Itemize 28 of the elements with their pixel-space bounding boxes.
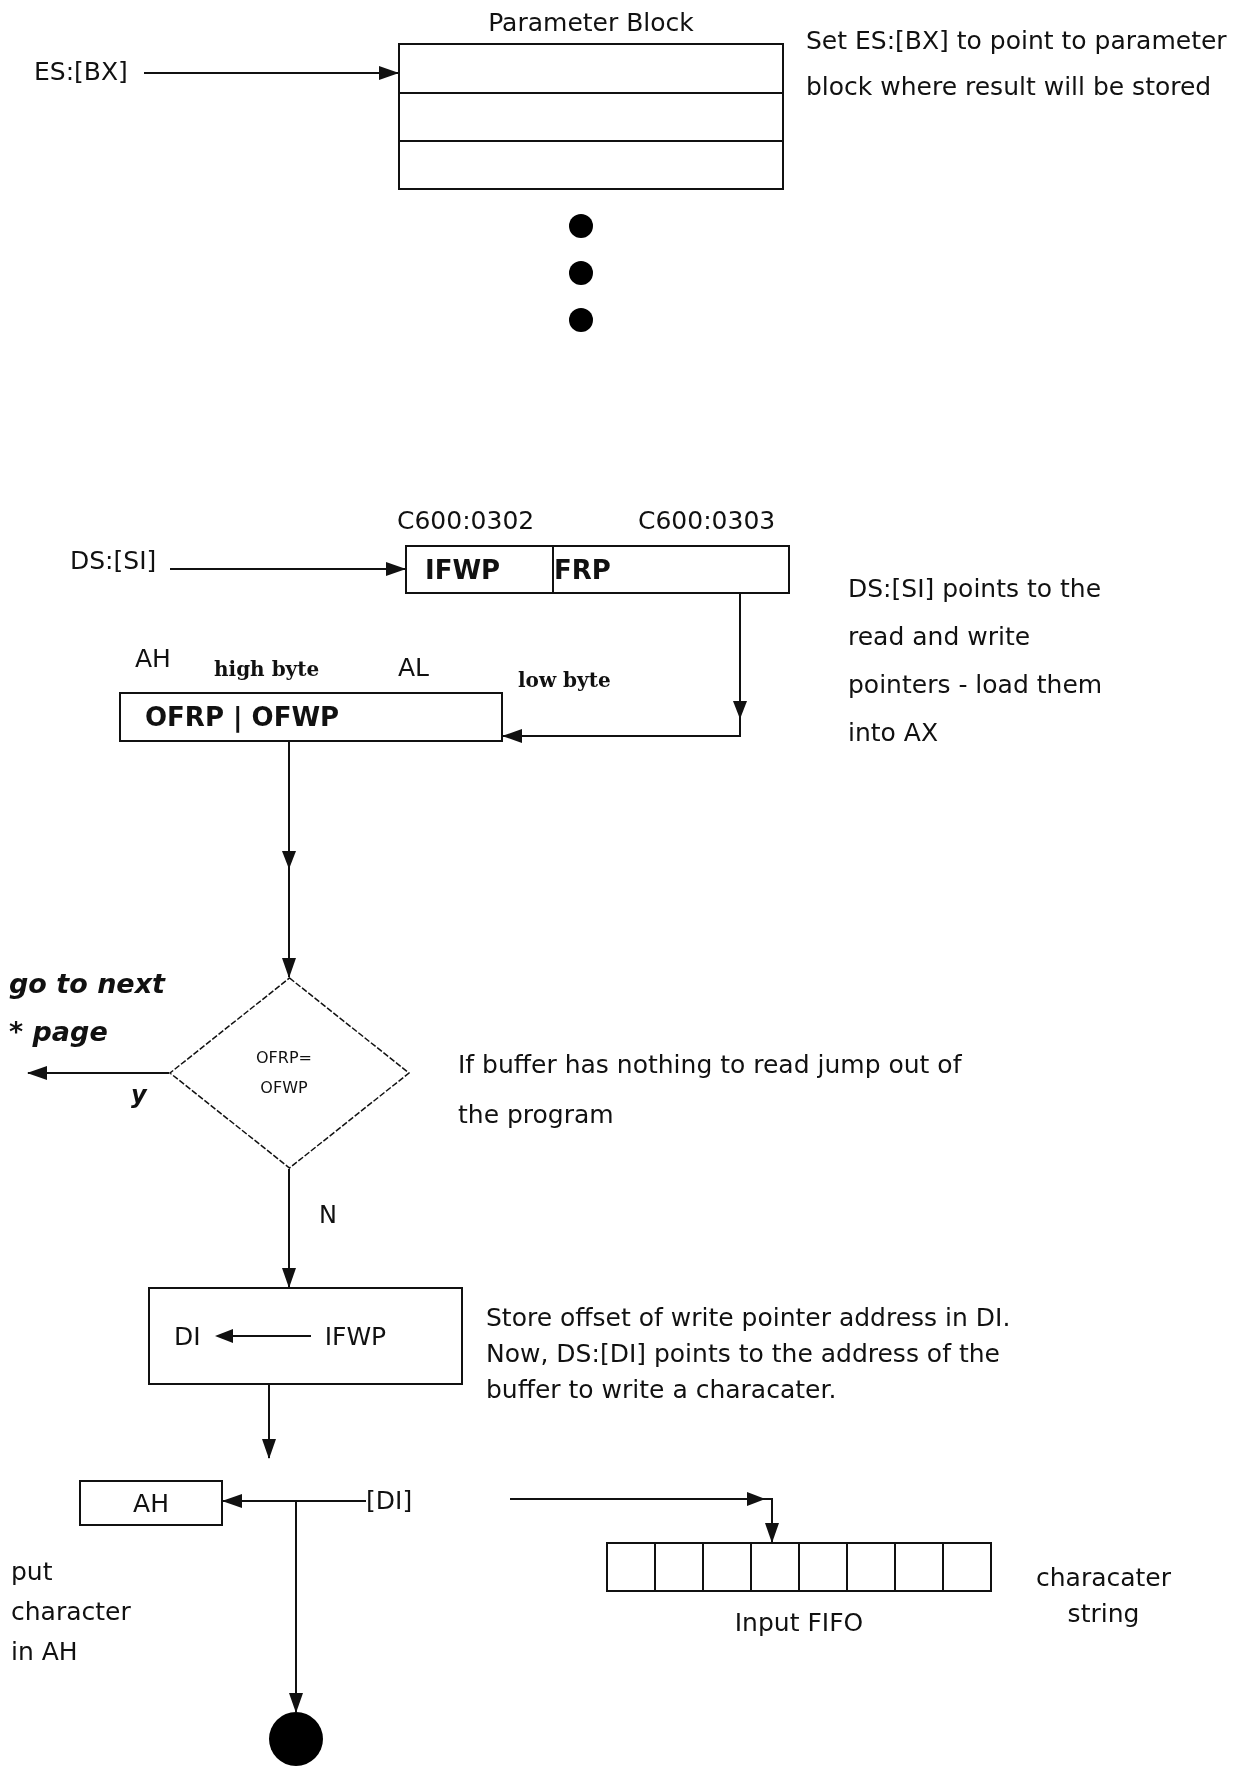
note-text: Store offset of write pointer address in DI. Now, DS:[DI] points to the address of the buffer to write a characater. <box>486 1302 1012 1406</box>
register-name: IFWP <box>324 1321 387 1351</box>
note-text: Set ES:[BX] to point to parameter block where result will be stored <box>806 25 1228 103</box>
node-note: C600:0302 <box>397 505 535 537</box>
register-box <box>405 545 790 594</box>
node-note: C600:0303 <box>638 505 776 537</box>
register-label: ES:[BX] <box>34 58 128 86</box>
register-label: [DI] <box>366 1487 413 1515</box>
register-name: DI <box>174 1321 201 1351</box>
node-note: characater string <box>1034 1562 1172 1630</box>
buffer-caption: Input FIFO <box>734 1608 864 1638</box>
process-box <box>148 1287 463 1385</box>
node-note: high byte <box>214 657 320 682</box>
node-note: AL <box>398 652 430 684</box>
block-heading: Parameter Block <box>488 8 694 38</box>
node-note: put character in AH <box>11 1556 132 1668</box>
register-field: FRP <box>552 547 611 592</box>
register-box: AH <box>79 1480 223 1526</box>
note-text: DS:[SI] points to the read and write pointers - load them into AX <box>848 573 1104 749</box>
node-note: low byte <box>518 668 611 693</box>
register-box: OFRP | OFWP <box>119 692 503 742</box>
jump-note: go to next * page <box>9 960 179 1056</box>
condition-text: OFRP= OFWP <box>255 1047 313 1099</box>
node-note: AH <box>135 643 171 675</box>
register-label: DS:[SI] <box>70 547 157 575</box>
register-field: IFWP <box>407 547 552 592</box>
connector-dot <box>269 1712 323 1766</box>
note-text: If buffer has nothing to read jump out of the program <box>458 1049 963 1131</box>
